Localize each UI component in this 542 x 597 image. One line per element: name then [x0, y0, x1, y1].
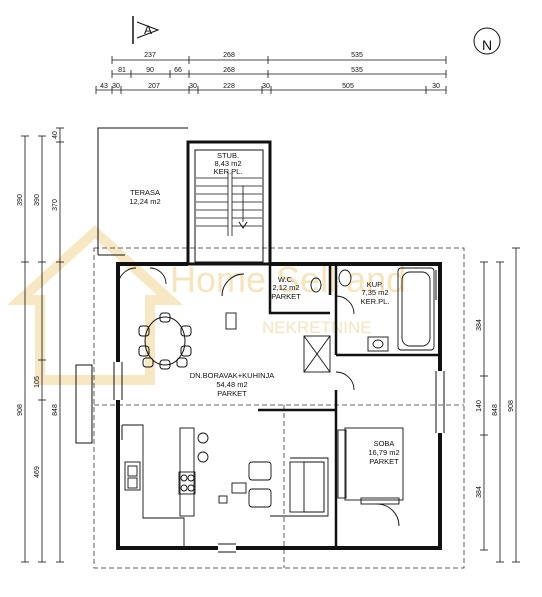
room-area: 16,79 m2 [368, 448, 399, 457]
dining-table [138, 312, 192, 370]
roof-outline [93, 247, 465, 569]
door-swing-icon [221, 273, 245, 297]
dim-label: 268 [223, 67, 235, 74]
dim-label: 30 [189, 83, 197, 90]
room-name: KUP. [367, 280, 384, 289]
room-label-terasa: TERASA 12,24 m2 [129, 188, 160, 206]
room-label-boravak: DN.BORAVAK+KUHINJA 54,48 m2 PARKET [190, 371, 275, 398]
dim-label: 370 [52, 199, 59, 211]
bathroom-fixtures [117, 267, 435, 391]
dim-label: 43 [100, 83, 108, 90]
bathtub-icon [397, 267, 435, 351]
room-floor: PARKET [369, 457, 399, 466]
room-name: STUB. [217, 151, 239, 160]
dim-label: 908 [17, 404, 24, 416]
room-name: TERASA [130, 188, 160, 197]
room-area: 54,48 m2 [216, 380, 247, 389]
shaft-icon [303, 335, 331, 373]
dim-label: 384 [476, 486, 483, 498]
dim-label: 105 [34, 376, 41, 388]
top-dimension-lines [95, 56, 447, 94]
top-dimension-labels: 237 268 535 81 90 66 268 535 43 30 207 3… [100, 52, 440, 90]
room-labels: TERASA 12,24 m2 STUB. 8,43 m2 KER.PL. W.… [129, 151, 399, 466]
dim-label: 140 [476, 400, 483, 412]
dim-label: 908 [508, 400, 515, 412]
living-furniture [248, 457, 329, 517]
left-dimension-lines [21, 127, 64, 563]
watermark-line2: NEKRETNINE [262, 318, 372, 337]
dim-label: 505 [342, 83, 354, 90]
stairs [196, 172, 262, 236]
room-area: 7,35 m2 [361, 288, 388, 297]
section-marker: A [132, 16, 160, 44]
room-label-stub: STUB. 8,43 m2 KER.PL. [214, 151, 243, 176]
dim-label: 40 [52, 131, 59, 139]
section-marker-label: A [144, 23, 152, 37]
room-label-kup: KUP. 7,35 m2 KER.PL. [361, 280, 390, 306]
cooktop-icon [178, 471, 196, 495]
dim-label: 90 [146, 67, 154, 74]
sink-icon [367, 336, 389, 352]
room-name: DN.BORAVAK+KUHINJA [190, 371, 275, 380]
dim-label: 848 [52, 404, 59, 416]
room-name: SOBA [374, 439, 395, 448]
watermark: Home Sell and NEKRETNINE [7, 225, 406, 385]
room-area: 2,12 m2 [272, 283, 299, 292]
room-label-soba: SOBA 16,79 m2 PARKET [368, 439, 399, 466]
dim-label: 535 [351, 52, 363, 59]
right-dimension-labels: 384 140 384 848 908 [476, 319, 515, 498]
dim-label: 469 [34, 466, 41, 478]
dim-label: 30 [432, 83, 440, 90]
exterior-walls [116, 262, 442, 550]
windows [75, 270, 445, 553]
dim-label: 237 [144, 52, 156, 59]
room-floor: KER.PL. [214, 167, 243, 176]
right-dimension-lines [480, 247, 520, 563]
dim-label: 268 [223, 52, 235, 59]
room-area: 12,24 m2 [129, 197, 160, 206]
dim-label: 390 [34, 194, 41, 206]
dim-label: 207 [148, 83, 160, 90]
room-name: W.C. [278, 275, 294, 284]
toilet-icon [338, 269, 352, 287]
kitchen-sink-icon [124, 461, 141, 491]
dim-label: 30 [112, 83, 120, 90]
dim-label: 384 [476, 319, 483, 331]
interior-walls [258, 264, 440, 548]
dim-label: 66 [174, 67, 182, 74]
dim-label: 30 [262, 83, 270, 90]
wc-toilet-icon [310, 277, 322, 293]
left-dimension-labels: 390 908 390 105 469 40 370 848 [17, 131, 59, 478]
north-label: N [482, 37, 492, 53]
dim-label: 228 [223, 83, 235, 90]
room-area: 8,43 m2 [214, 159, 241, 168]
kitchen [122, 424, 247, 548]
dim-label: 848 [492, 404, 499, 416]
watermark-house-icon [7, 225, 183, 385]
room-floor: PARKET [217, 389, 247, 398]
bed-icon [344, 427, 404, 501]
dim-label: 81 [118, 67, 126, 74]
room-label-wc: W.C. 2,12 m2 PARKET [271, 275, 301, 301]
north-arrow-icon: N [473, 27, 501, 55]
terrace [97, 127, 188, 256]
room-floor: PARKET [271, 292, 301, 301]
dim-label: 390 [17, 194, 24, 206]
stair-block [186, 140, 272, 266]
bedroom-furniture [337, 427, 404, 527]
room-floor: KER.PL. [361, 297, 390, 306]
dim-label: 535 [351, 67, 363, 74]
